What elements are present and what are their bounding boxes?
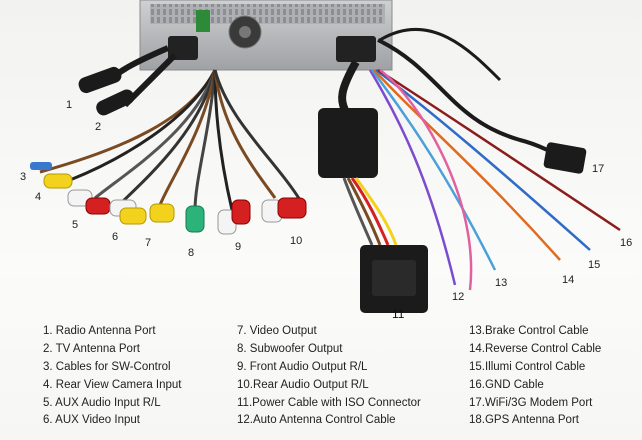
legend-item: 14.Reverse Control Cable — [469, 343, 602, 355]
modem-cable — [377, 27, 587, 174]
legend-item: 8. Subwoofer Output — [237, 343, 343, 355]
legend-item: 5. AUX Audio Input R/L — [43, 397, 161, 409]
callout-10: 10 — [290, 235, 302, 247]
legend-item: 7. Video Output — [237, 325, 317, 337]
legend-item: 18.GPS Antenna Port — [469, 414, 579, 426]
antenna-adapters — [78, 45, 178, 116]
legend-item: 3. Cables for SW-Control — [43, 361, 171, 373]
head-unit — [139, 0, 393, 71]
rca-wires — [39, 69, 302, 211]
legend-item: 17.WiFi/3G Modem Port — [469, 397, 593, 409]
callout-5: 5 — [72, 219, 78, 231]
legend-item: 2. TV Antenna Port — [43, 343, 140, 355]
callout-14: 14 — [562, 274, 574, 286]
callout-4: 4 — [35, 191, 41, 203]
control-cables — [368, 68, 621, 291]
callout-1: 1 — [66, 99, 72, 111]
callout-7: 7 — [145, 237, 151, 249]
callout-17: 17 — [592, 163, 604, 175]
legend-item: 6. AUX Video Input — [43, 414, 140, 426]
legend-item: 11.Power Cable with ISO Connector — [237, 397, 421, 409]
legend-item: 15.Illumi Control Cable — [469, 361, 586, 373]
legend-item: 1. Radio Antenna Port — [43, 325, 156, 337]
legend-item: 12.Auto Antenna Control Cable — [237, 414, 396, 426]
legend-item: 9. Front Audio Output R/L — [237, 361, 368, 373]
callout-16: 16 — [620, 237, 632, 249]
callout-labels: 1 2 3 4 5 6 7 8 9 10 11 12 13 14 15 16 1… — [20, 99, 632, 321]
legend-item: 4. Rear View Camera Input — [43, 379, 182, 391]
legend-item: 13.Brake Control Cable — [469, 325, 589, 337]
antenna-jack — [196, 10, 210, 32]
callout-3: 3 — [20, 171, 26, 183]
callout-11: 11 — [392, 307, 405, 321]
legend-item: 16.GND Cable — [469, 379, 544, 391]
callout-6: 6 — [112, 231, 118, 243]
iso-adapter — [318, 60, 428, 313]
legend-item: 10.Rear Audio Output R/L — [237, 379, 369, 391]
callout-13: 13 — [495, 277, 507, 289]
callout-15: 15 — [588, 259, 600, 271]
callout-9: 9 — [235, 241, 241, 253]
iso-socket — [168, 36, 198, 60]
harness-socket — [336, 36, 376, 62]
rca-plugs — [30, 162, 307, 235]
callout-12: 12 — [452, 291, 464, 303]
callout-8: 8 — [188, 247, 194, 259]
callout-2: 2 — [95, 121, 101, 133]
